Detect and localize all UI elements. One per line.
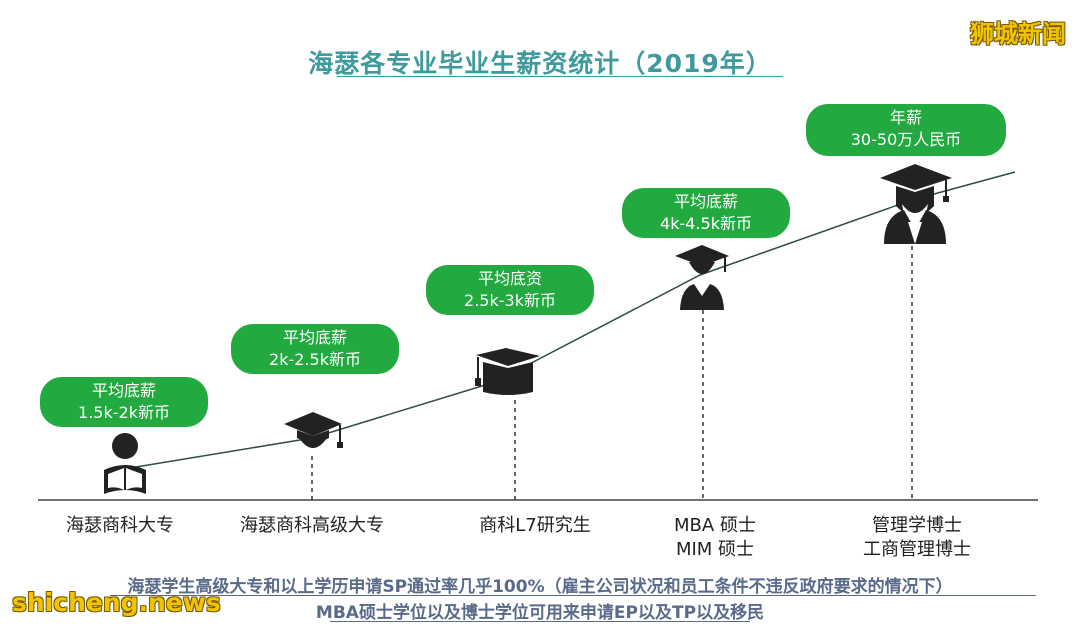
badge-value: 1.5k-2k新币	[78, 403, 170, 422]
stage-label-line: 商科L7研究生	[479, 515, 591, 536]
badge-label: 平均底薪	[673, 192, 738, 211]
stage-label-line: MBA 硕士	[674, 515, 756, 536]
salary-badge-2: 平均底薪 2k-2.5k新币	[231, 324, 399, 374]
badge-label: 平均底薪	[91, 381, 156, 400]
brand-logo-top: 狮城新闻	[970, 20, 1066, 48]
badge-value: 2k-2.5k新币	[269, 350, 361, 369]
page-title: 海瑟各专业毕业生薪资统计（2019年）	[308, 49, 772, 78]
footnote-underline-2	[330, 621, 750, 622]
stage-label-2: 海瑟商科高级大专	[217, 514, 407, 538]
graduate-gown-icon	[880, 164, 952, 244]
badge-value: 2.5k-3k新币	[464, 291, 556, 310]
footnote-ep-tp: MBA硕士学位以及博士学位可用来申请EP以及TP以及移民	[315, 603, 765, 623]
salary-badge-4: 平均底薪 4k-4.5k新币	[622, 188, 790, 238]
stage-label-line: 管理学博士	[872, 515, 962, 536]
badge-label: 年薪	[889, 108, 922, 127]
salary-badge-1: 平均底薪 1.5k-2k新币	[40, 377, 208, 427]
badge-label: 平均底薪	[282, 328, 347, 347]
stage-label-line: 海瑟商科高级大专	[240, 515, 384, 536]
mortarboard-icon	[475, 348, 540, 395]
brand-logo-bottom: shicheng.news	[12, 588, 221, 617]
stage-label-5: 管理学博士 工商管理博士	[822, 514, 1012, 562]
growth-trend-line	[129, 171, 1016, 469]
graduate-icon	[675, 245, 729, 310]
stage-label-line: 海瑟商科大专	[66, 515, 174, 536]
stage-label-line: 工商管理博士	[863, 539, 971, 560]
salary-badge-3: 平均底资 2.5k-3k新币	[426, 265, 594, 315]
title-underline	[337, 76, 783, 77]
stage-label-4: MBA 硕士 MIM 硕士	[620, 514, 810, 562]
graduation-cap-icon	[284, 412, 343, 448]
footnote-underline-1	[110, 595, 1036, 596]
badge-label: 平均底资	[477, 269, 542, 288]
salary-badge-5: 年薪 30-50万人民币	[806, 104, 1006, 156]
footnote-sp-pass-rate: 海瑟学生高级大专和以上学历申请SP通过率几乎100%（雇主公司状况和员工条件不违…	[127, 577, 953, 597]
stage-label-1: 海瑟商科大专	[25, 514, 215, 538]
stage-label-line: MIM 硕士	[675, 539, 755, 560]
badge-value: 4k-4.5k新币	[660, 214, 752, 233]
stage-label-3: 商科L7研究生	[440, 514, 630, 538]
reading-student-icon	[104, 433, 146, 494]
badge-value: 30-50万人民币	[850, 130, 962, 149]
